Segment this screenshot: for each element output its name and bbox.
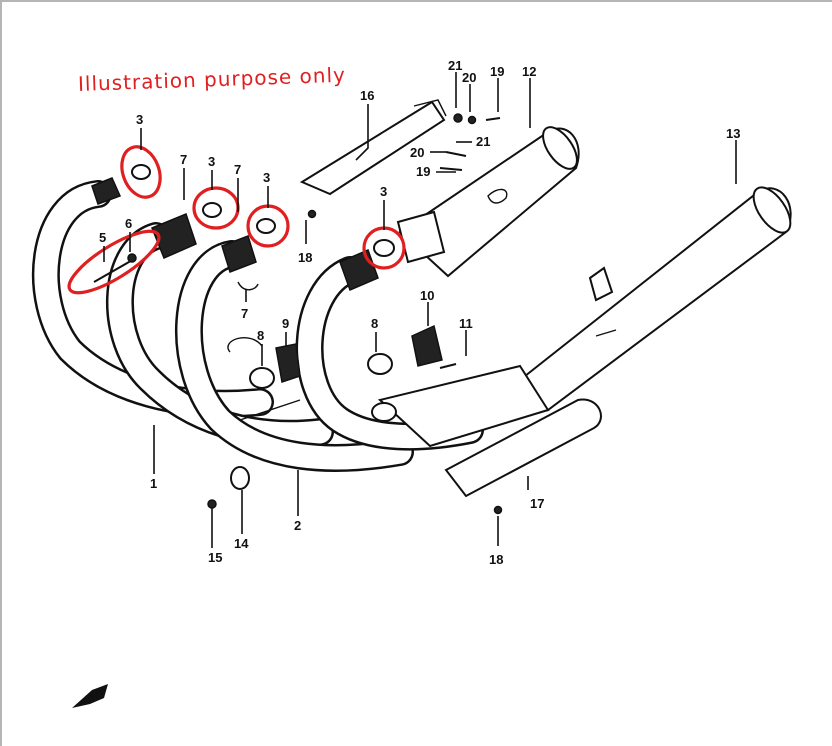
callout-18b: 18 xyxy=(489,552,503,567)
exhaust-gaskets xyxy=(131,164,395,257)
collector-y-pipe xyxy=(227,337,550,448)
heat-shield-17 xyxy=(444,398,602,498)
callout-labels: 1 2 3 3 3 3 5 6 7 7 7 8 8 9 10 11 12 xyxy=(99,58,740,567)
callout-11: 11 xyxy=(459,316,473,331)
callout-3b: 3 xyxy=(208,154,215,169)
callout-7c: 7 xyxy=(241,306,248,321)
callout-7b: 7 xyxy=(234,162,241,177)
callout-15: 15 xyxy=(208,550,222,565)
bolts xyxy=(207,113,503,515)
callout-19a: 19 xyxy=(490,64,504,79)
clamp-14 xyxy=(230,466,250,490)
callout-14: 14 xyxy=(234,536,249,551)
muffler-bracket-16 xyxy=(299,99,447,196)
muffler-13 xyxy=(518,186,792,412)
callout-1: 1 xyxy=(150,476,157,491)
callout-19b: 19 xyxy=(416,164,430,179)
callout-3c: 3 xyxy=(263,170,270,185)
muffler-12 xyxy=(398,126,580,278)
callout-10: 10 xyxy=(420,288,434,303)
callout-2: 2 xyxy=(294,518,301,533)
callout-16: 16 xyxy=(360,88,374,103)
flange-clamps xyxy=(91,177,446,292)
front-direction-arrow-icon xyxy=(72,684,108,708)
callout-20a: 20 xyxy=(462,70,476,85)
callout-6: 6 xyxy=(125,216,132,231)
callout-3d: 3 xyxy=(380,184,387,199)
callout-7a: 7 xyxy=(180,152,187,167)
callout-5: 5 xyxy=(99,230,106,245)
callout-18a: 18 xyxy=(298,250,312,265)
callout-17: 17 xyxy=(530,496,544,511)
callout-3a: 3 xyxy=(136,112,143,127)
callout-21a: 21 xyxy=(448,58,462,73)
callout-8b: 8 xyxy=(371,316,378,331)
callout-21b: 21 xyxy=(476,134,490,149)
callout-20b: 20 xyxy=(410,145,424,160)
callout-9: 9 xyxy=(282,316,289,331)
callout-8a: 8 xyxy=(257,328,264,343)
callout-13: 13 xyxy=(726,126,740,141)
joint-pipes xyxy=(249,324,457,389)
stud-bolt-5 xyxy=(93,253,137,283)
callout-12: 12 xyxy=(522,64,536,79)
